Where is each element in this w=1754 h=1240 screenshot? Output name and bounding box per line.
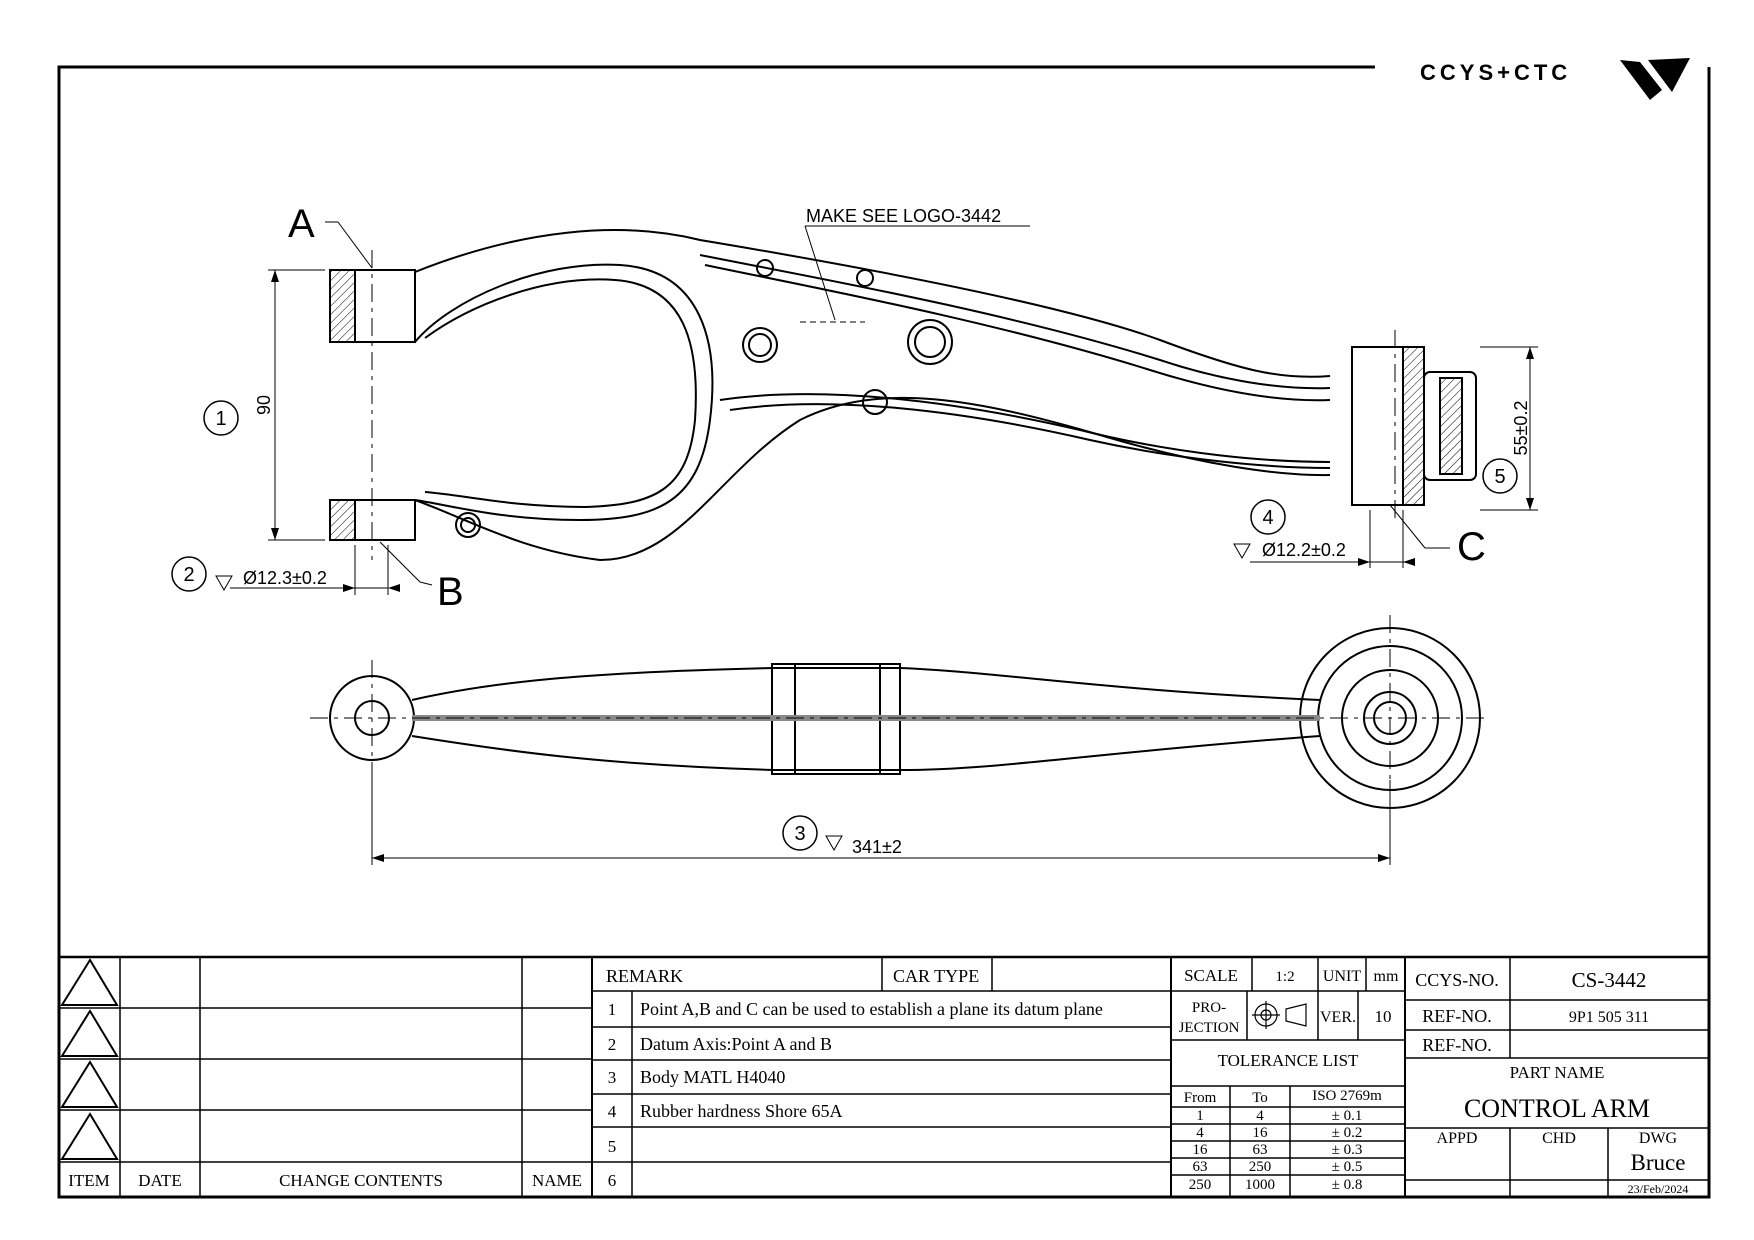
tolerance-to-4: 250 [1249,1159,1272,1175]
chd-label: CHD [1542,1130,1576,1147]
ref-no-label-2: REF-NO. [1422,1035,1492,1055]
dwg-label: DWG [1639,1130,1678,1147]
tolerance-header-iso: ISO 2769m [1312,1088,1382,1104]
drawing-date: 23/Feb/2024 [1628,1182,1689,1196]
tolerance-from-3: 16 [1193,1142,1209,1158]
inspection-symbol-icon [215,543,1251,852]
make-see-logo-note: MAKE SEE LOGO-3442 [806,206,1001,226]
dimension-lines [230,269,1538,865]
tolerance-from-1: 1 [1196,1108,1204,1124]
remark-num-5: 5 [608,1137,617,1156]
revision-header-change: CHANGE CONTENTS [279,1171,443,1190]
remark-text-2: Datum Axis:Point A and B [640,1034,832,1054]
side-view [310,615,1490,860]
tolerance-from-5: 250 [1189,1177,1212,1193]
car-type-label: CAR TYPE [893,966,979,986]
tolerance-to-5: 1000 [1245,1177,1275,1193]
revision-triangle-icon [60,1112,119,1160]
title-block-grid [59,955,1709,1197]
dimension-balloons [171,400,1518,851]
dimension-1-value: 90 [254,395,274,415]
tolerance-to-3: 63 [1253,1142,1268,1158]
revision-header-item: ITEM [68,1171,110,1190]
ccys-no-value: CS-3442 [1572,968,1647,992]
remark-num-3: 3 [608,1068,617,1087]
brand-logo: CCYS+CTC [1420,58,1690,100]
balloon-4: 4 [1262,507,1273,529]
dimension-5-value: 55±0.2 [1511,401,1531,456]
scale-label: SCALE [1184,966,1238,985]
balloon-1: 1 [215,408,226,430]
tolerance-value-4: ± 0.5 [1332,1159,1363,1175]
dimension-2-value: Ø12.3±0.2 [243,568,327,588]
revision-triangles [60,958,119,1160]
remark-text-4: Rubber hardness Shore 65A [640,1101,842,1121]
tolerance-to-1: 4 [1256,1108,1264,1124]
part-name-value: CONTROL ARM [1464,1094,1650,1123]
remark-num-1: 1 [608,1000,617,1019]
ref-no-label-1: REF-NO. [1422,1006,1492,1026]
top-view [329,229,1477,562]
dimension-4-value: Ø12.2±0.2 [1262,540,1346,560]
tolerance-title: TOLERANCE LIST [1218,1051,1359,1070]
remark-num-4: 4 [608,1102,617,1121]
projection-label-line2: JECTION [1179,1020,1240,1036]
remark-text-1: Point A,B and C can be used to establish… [640,999,1103,1019]
ccys-no-label: CCYS-NO. [1415,970,1499,990]
revision-header-name: NAME [532,1171,582,1190]
appd-label: APPD [1437,1130,1478,1147]
dimension-arrows [271,270,1534,862]
point-b-label: B [437,570,464,614]
part-name-label: PART NAME [1510,1063,1605,1082]
tolerance-value-5: ± 0.8 [1332,1177,1363,1193]
remark-num-2: 2 [608,1035,617,1054]
tolerance-value-1: ± 0.1 [1332,1108,1363,1124]
balloon-3: 3 [794,823,805,845]
tolerance-header-to: To [1252,1090,1268,1106]
version-label: VER. [1320,1009,1356,1026]
tolerance-header-from: From [1184,1090,1217,1106]
ref-no-value-1: 9P1 505 311 [1569,1009,1649,1026]
remark-num-6: 6 [608,1171,617,1190]
tolerance-to-2: 16 [1253,1125,1269,1141]
sheet-border [57,65,1711,1199]
first-angle-projection-icon [1252,1001,1307,1029]
tolerance-from-2: 4 [1196,1125,1204,1141]
unit-value: mm [1374,968,1399,985]
tolerance-from-4: 63 [1193,1159,1208,1175]
tolerance-value-3: ± 0.3 [1332,1142,1363,1158]
dwg-signature: Bruce [1631,1150,1686,1175]
point-a-label: A [288,202,315,246]
unit-label: UNIT [1323,968,1361,985]
balloon-2: 2 [183,564,194,586]
projection-label-line1: PRO- [1192,1000,1226,1016]
scale-value: 1:2 [1275,969,1294,985]
logo-text: CCYS+CTC [1420,60,1571,85]
revision-triangle-icon [60,1009,119,1057]
revision-header-date: DATE [138,1171,181,1190]
version-value: 10 [1375,1007,1392,1026]
point-c-label: C [1457,525,1486,569]
remark-header: REMARK [606,966,683,986]
logo-mark-icon [1620,58,1690,100]
remark-text-3: Body MATL H4040 [640,1067,785,1087]
revision-triangle-icon [60,958,119,1006]
callouts [325,221,1450,586]
dimension-3-value: 341±2 [852,837,902,857]
balloon-5: 5 [1494,466,1505,488]
revision-triangle-icon [60,1060,119,1108]
tolerance-value-2: ± 0.2 [1332,1125,1363,1141]
